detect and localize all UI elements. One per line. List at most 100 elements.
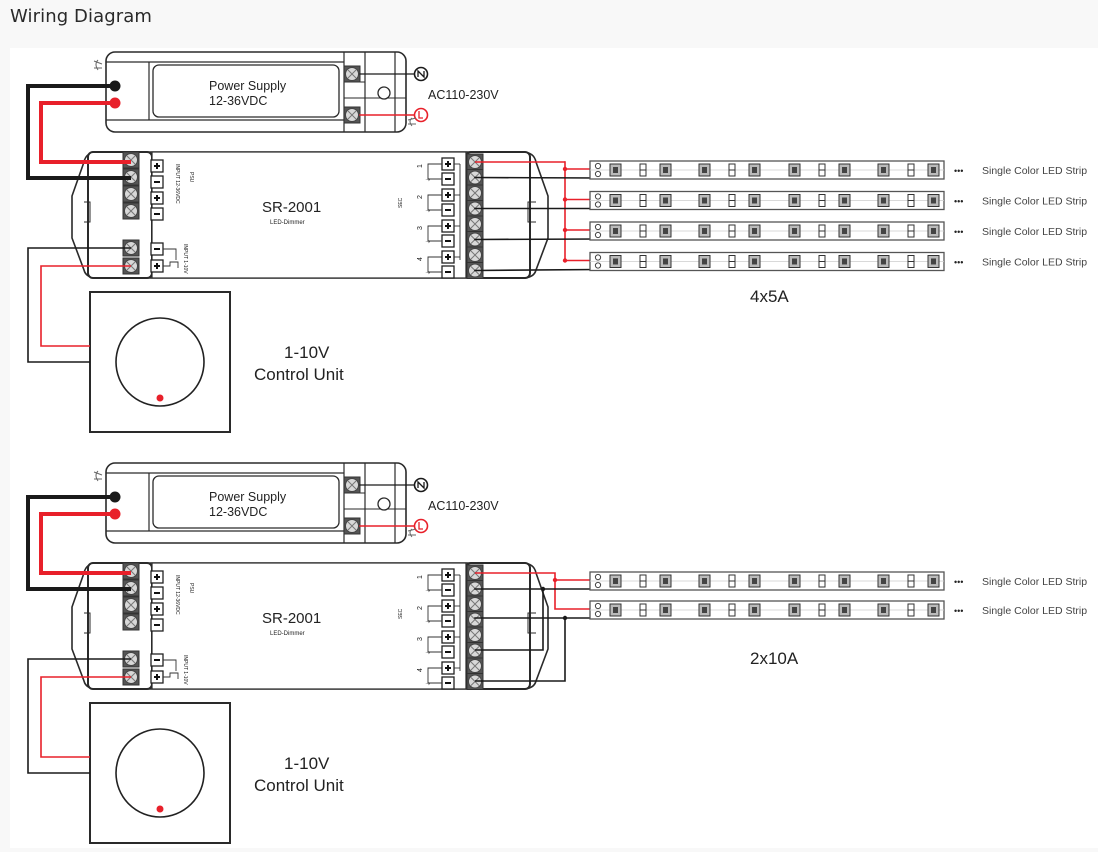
controller-notch: [527, 612, 536, 634]
screw-terminal-icon: [122, 185, 140, 203]
controller-model: SR-2001: [262, 610, 321, 627]
minus-terminal-icon: [150, 207, 164, 221]
led-chip-core: [792, 607, 797, 613]
mounting-tab-icon: [93, 59, 103, 71]
screw-slot: [470, 250, 480, 260]
led-chip-core: [663, 167, 668, 173]
more-icon: •••: [954, 227, 963, 237]
psu-label: PSU: [188, 583, 194, 594]
live-symbol-icon: [413, 518, 429, 534]
channel-number: 3: [417, 637, 424, 641]
screw-slot: [347, 110, 357, 120]
neutral-letter: [417, 69, 425, 79]
channel-number: 1: [417, 575, 424, 579]
power-supply-name: Power Supply: [209, 490, 287, 504]
input-voltage-label: INPUT 12-36VDC: [174, 575, 180, 615]
control-negative-wire: [27, 247, 131, 363]
screw-terminal-icon: [466, 595, 484, 613]
strip-negative-wire: [474, 268, 599, 272]
controller-notch: [527, 201, 536, 223]
ground-terminal-icon: [377, 86, 391, 100]
input-voltage-label: INPUT 12-36VDC: [174, 164, 180, 204]
led-chip-core: [702, 167, 707, 173]
control-input-link: [163, 248, 179, 268]
led-chip-core: [752, 578, 757, 584]
led-chip-core: [842, 607, 847, 613]
led-chip-core: [842, 228, 847, 234]
dc-positive-wire: [39, 101, 131, 164]
ac-input-label: AC110-230V: [428, 499, 499, 513]
more-icon: •••: [954, 166, 963, 176]
strip-negative-wire: [474, 176, 599, 179]
channel-bracket: [427, 667, 442, 684]
output-sec-label: SEC: [398, 197, 404, 208]
strip-label: Single Color LED Strip: [982, 226, 1087, 238]
led-chip-core: [842, 197, 847, 204]
live-symbol-icon: [413, 107, 429, 123]
solder-pad: [594, 170, 602, 178]
led-chip-core: [752, 228, 757, 234]
controller-left-cap: [87, 562, 153, 690]
minus-terminal-icon: [441, 203, 455, 217]
live-letter: [418, 111, 423, 119]
led-strip: [589, 190, 945, 211]
minus-terminal-icon: [441, 614, 455, 628]
page-title: Wiring Diagram: [10, 6, 153, 27]
screw-terminal-icon: [466, 657, 484, 675]
led-chip-core: [663, 197, 668, 204]
solder-pad: [594, 223, 602, 231]
screw-slot: [347, 521, 357, 531]
led-strip: [589, 221, 945, 241]
screw-slot: [126, 189, 136, 199]
control-input-link: [163, 659, 179, 679]
channel-symbol-icon: ⏚: [425, 681, 432, 686]
screw-slot: [470, 661, 480, 671]
controller-left-cap: [87, 151, 153, 279]
knob-indicator-dot: [156, 394, 164, 402]
led-chip-core: [881, 167, 886, 173]
led-chip-core: [752, 197, 757, 204]
channel-bracket: [427, 256, 442, 273]
solder-pad: [594, 254, 602, 261]
channel-bracket: [427, 574, 442, 591]
neutral-symbol-icon: [413, 66, 429, 82]
solder-pad: [594, 581, 602, 589]
plus-terminal-icon: [441, 599, 455, 613]
screw-slot: [470, 219, 480, 229]
strip-label: Single Color LED Strip: [982, 257, 1087, 269]
screw-terminal-icon: [122, 613, 140, 631]
led-chip-core: [881, 197, 886, 204]
plus-terminal-icon: [150, 259, 164, 273]
negative-bridge-wire: [475, 589, 544, 651]
more-icon: •••: [954, 606, 963, 616]
more-icon: •••: [954, 258, 963, 268]
live-circle: [413, 518, 429, 534]
dc-negative-terminal: [109, 491, 121, 503]
solder-pad: [594, 162, 602, 170]
screw-terminal-icon: [122, 596, 140, 614]
channel-number: 1: [417, 164, 424, 168]
channel-bracket: [427, 636, 442, 653]
dimmer-knob-icon: [115, 317, 205, 407]
power-supply-label-panel: [152, 475, 340, 529]
minus-terminal-icon: [441, 172, 455, 186]
controller-notch: [84, 612, 91, 634]
minus-terminal-icon: [150, 586, 164, 600]
strip-label: Single Color LED Strip: [982, 576, 1087, 588]
minus-terminal-icon: [441, 583, 455, 597]
led-chip-core: [931, 167, 936, 173]
led-chip-core: [881, 228, 886, 234]
led-chip-core: [613, 197, 618, 204]
channel-number: 2: [417, 195, 424, 199]
channel-symbol-icon: ⏚: [425, 588, 432, 593]
plus-terminal-icon: [441, 157, 455, 171]
plus-terminal-icon: [441, 250, 455, 264]
junction-dot: [562, 615, 568, 621]
dc-negative-wire: [26, 495, 131, 591]
led-chip-core: [842, 167, 847, 173]
channel-symbol-icon: ⏚: [425, 650, 432, 655]
plus-terminal-icon: [150, 570, 164, 584]
dc-positive-wire: [39, 512, 131, 575]
channel-symbol-icon: ⏚: [425, 270, 432, 275]
